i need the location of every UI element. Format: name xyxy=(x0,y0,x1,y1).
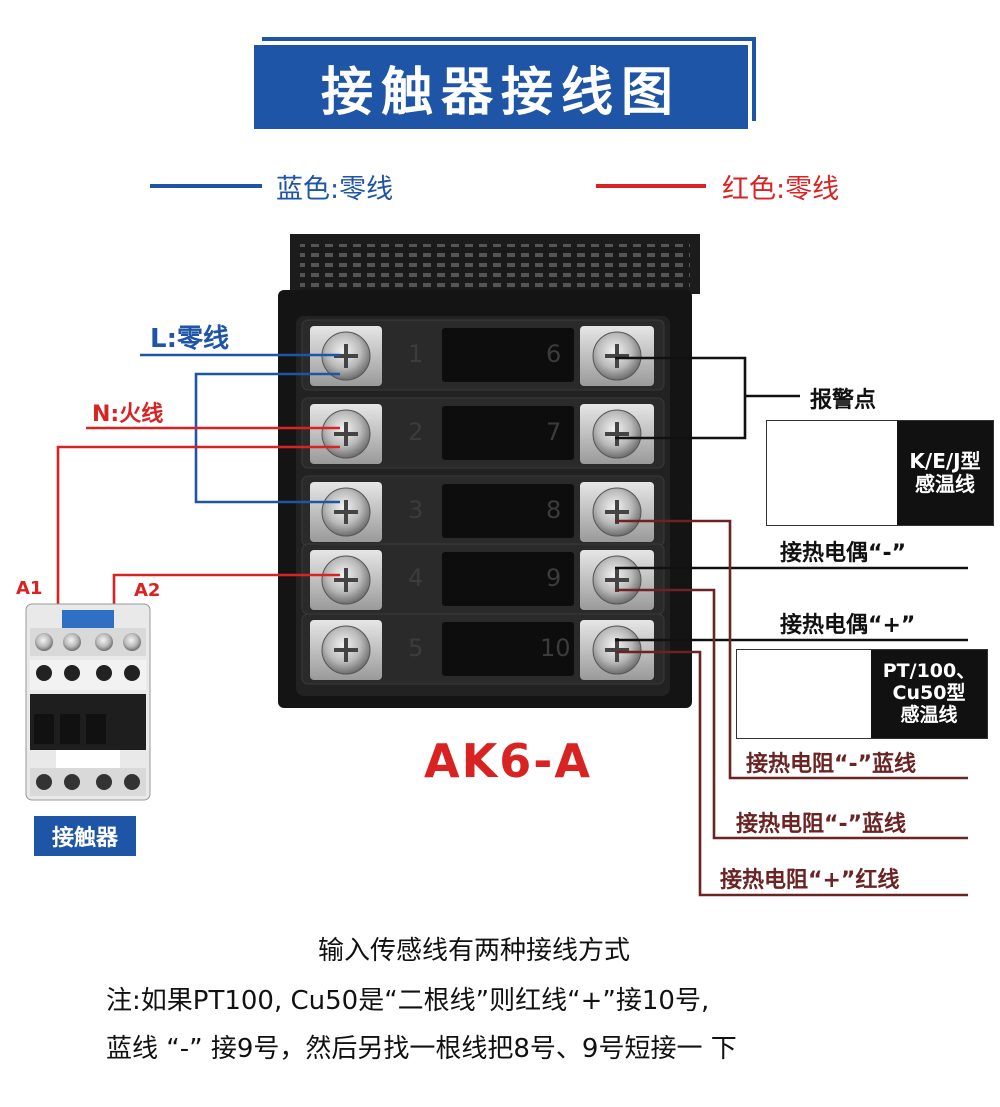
terminal-number-left: 1 xyxy=(408,340,424,368)
page-title: 接触器接线图 xyxy=(320,62,681,123)
right-screw-slot xyxy=(605,638,629,662)
rtd-sensor-label: PT/100、Cu50型感温线 xyxy=(871,650,987,738)
terminal-number-left: 2 xyxy=(408,418,424,446)
note-line-1: 输入传感线有两种接线方式 xyxy=(318,936,631,966)
tc-minus-label: 接热电偶“-” xyxy=(780,541,907,566)
thermocouple-sensor-box: K/E/J型感温线 xyxy=(766,420,994,526)
rtd-minus-label-2: 接热电阻“-”蓝线 xyxy=(736,812,907,837)
terminal-number-right: 8 xyxy=(546,496,562,524)
terminal-window xyxy=(442,622,574,676)
terminal-number-right: 10 xyxy=(540,634,571,662)
contactor-label: 接触器 xyxy=(34,816,136,856)
left-screw-slot xyxy=(334,500,358,524)
rtd-sensor-box: PT/100、Cu50型感温线 xyxy=(736,649,988,739)
red-wires xyxy=(56,426,340,606)
terminal-window xyxy=(442,484,574,538)
left-screw-slot xyxy=(334,638,358,662)
thermocouple-wires xyxy=(615,566,968,642)
right-screw-slot xyxy=(605,344,629,368)
terminal-number-left: 3 xyxy=(408,496,424,524)
title-banner: 接触器接线图 xyxy=(254,37,756,129)
left-screw-slot xyxy=(334,422,358,446)
terminal-window xyxy=(442,552,574,606)
legend-blue-text: 蓝色:零线 xyxy=(276,174,394,205)
legend-red-text: 红色:零线 xyxy=(722,174,840,205)
contactor-device xyxy=(25,603,151,801)
blue-wires xyxy=(140,353,340,504)
rtd-plus-label: 接热电阻“+”红线 xyxy=(720,868,900,893)
model-label: AK6-A xyxy=(424,734,592,788)
note-line-3: 蓝线 “-” 接9号，然后另找一根线把8号、9号短接一 下 xyxy=(106,1034,737,1064)
tc-plus-label: 接热电偶“+” xyxy=(780,613,916,638)
terminal-window xyxy=(442,406,574,460)
a1-label: A1 xyxy=(16,578,43,599)
right-screw-slot xyxy=(605,568,629,592)
a2-label: A2 xyxy=(134,580,161,601)
terminal-window xyxy=(442,328,574,382)
terminal-number-left: 4 xyxy=(408,564,424,592)
n-line-label: N:火线 xyxy=(92,402,164,427)
controller-vents xyxy=(300,244,690,290)
terminal-number-right: 9 xyxy=(546,564,562,592)
l-line-label: L:零线 xyxy=(150,324,229,354)
alarm-label: 报警点 xyxy=(810,388,877,413)
note-line-2: 注:如果PT100, Cu50是“二根线”则红线“+”接10号, xyxy=(106,986,710,1016)
alarm-wires xyxy=(615,356,800,440)
terminal-rows xyxy=(301,319,665,685)
terminal-number-right: 7 xyxy=(546,418,562,446)
terminal-number-right: 6 xyxy=(546,340,562,368)
rtd-wires xyxy=(615,519,968,897)
terminal-number-left: 5 xyxy=(408,634,424,662)
right-screw-slot xyxy=(605,422,629,446)
rtd-minus-label-1: 接热电阻“-”蓝线 xyxy=(746,752,917,777)
left-screw-slot xyxy=(334,568,358,592)
thermocouple-sensor-label: K/E/J型感温线 xyxy=(897,421,993,525)
